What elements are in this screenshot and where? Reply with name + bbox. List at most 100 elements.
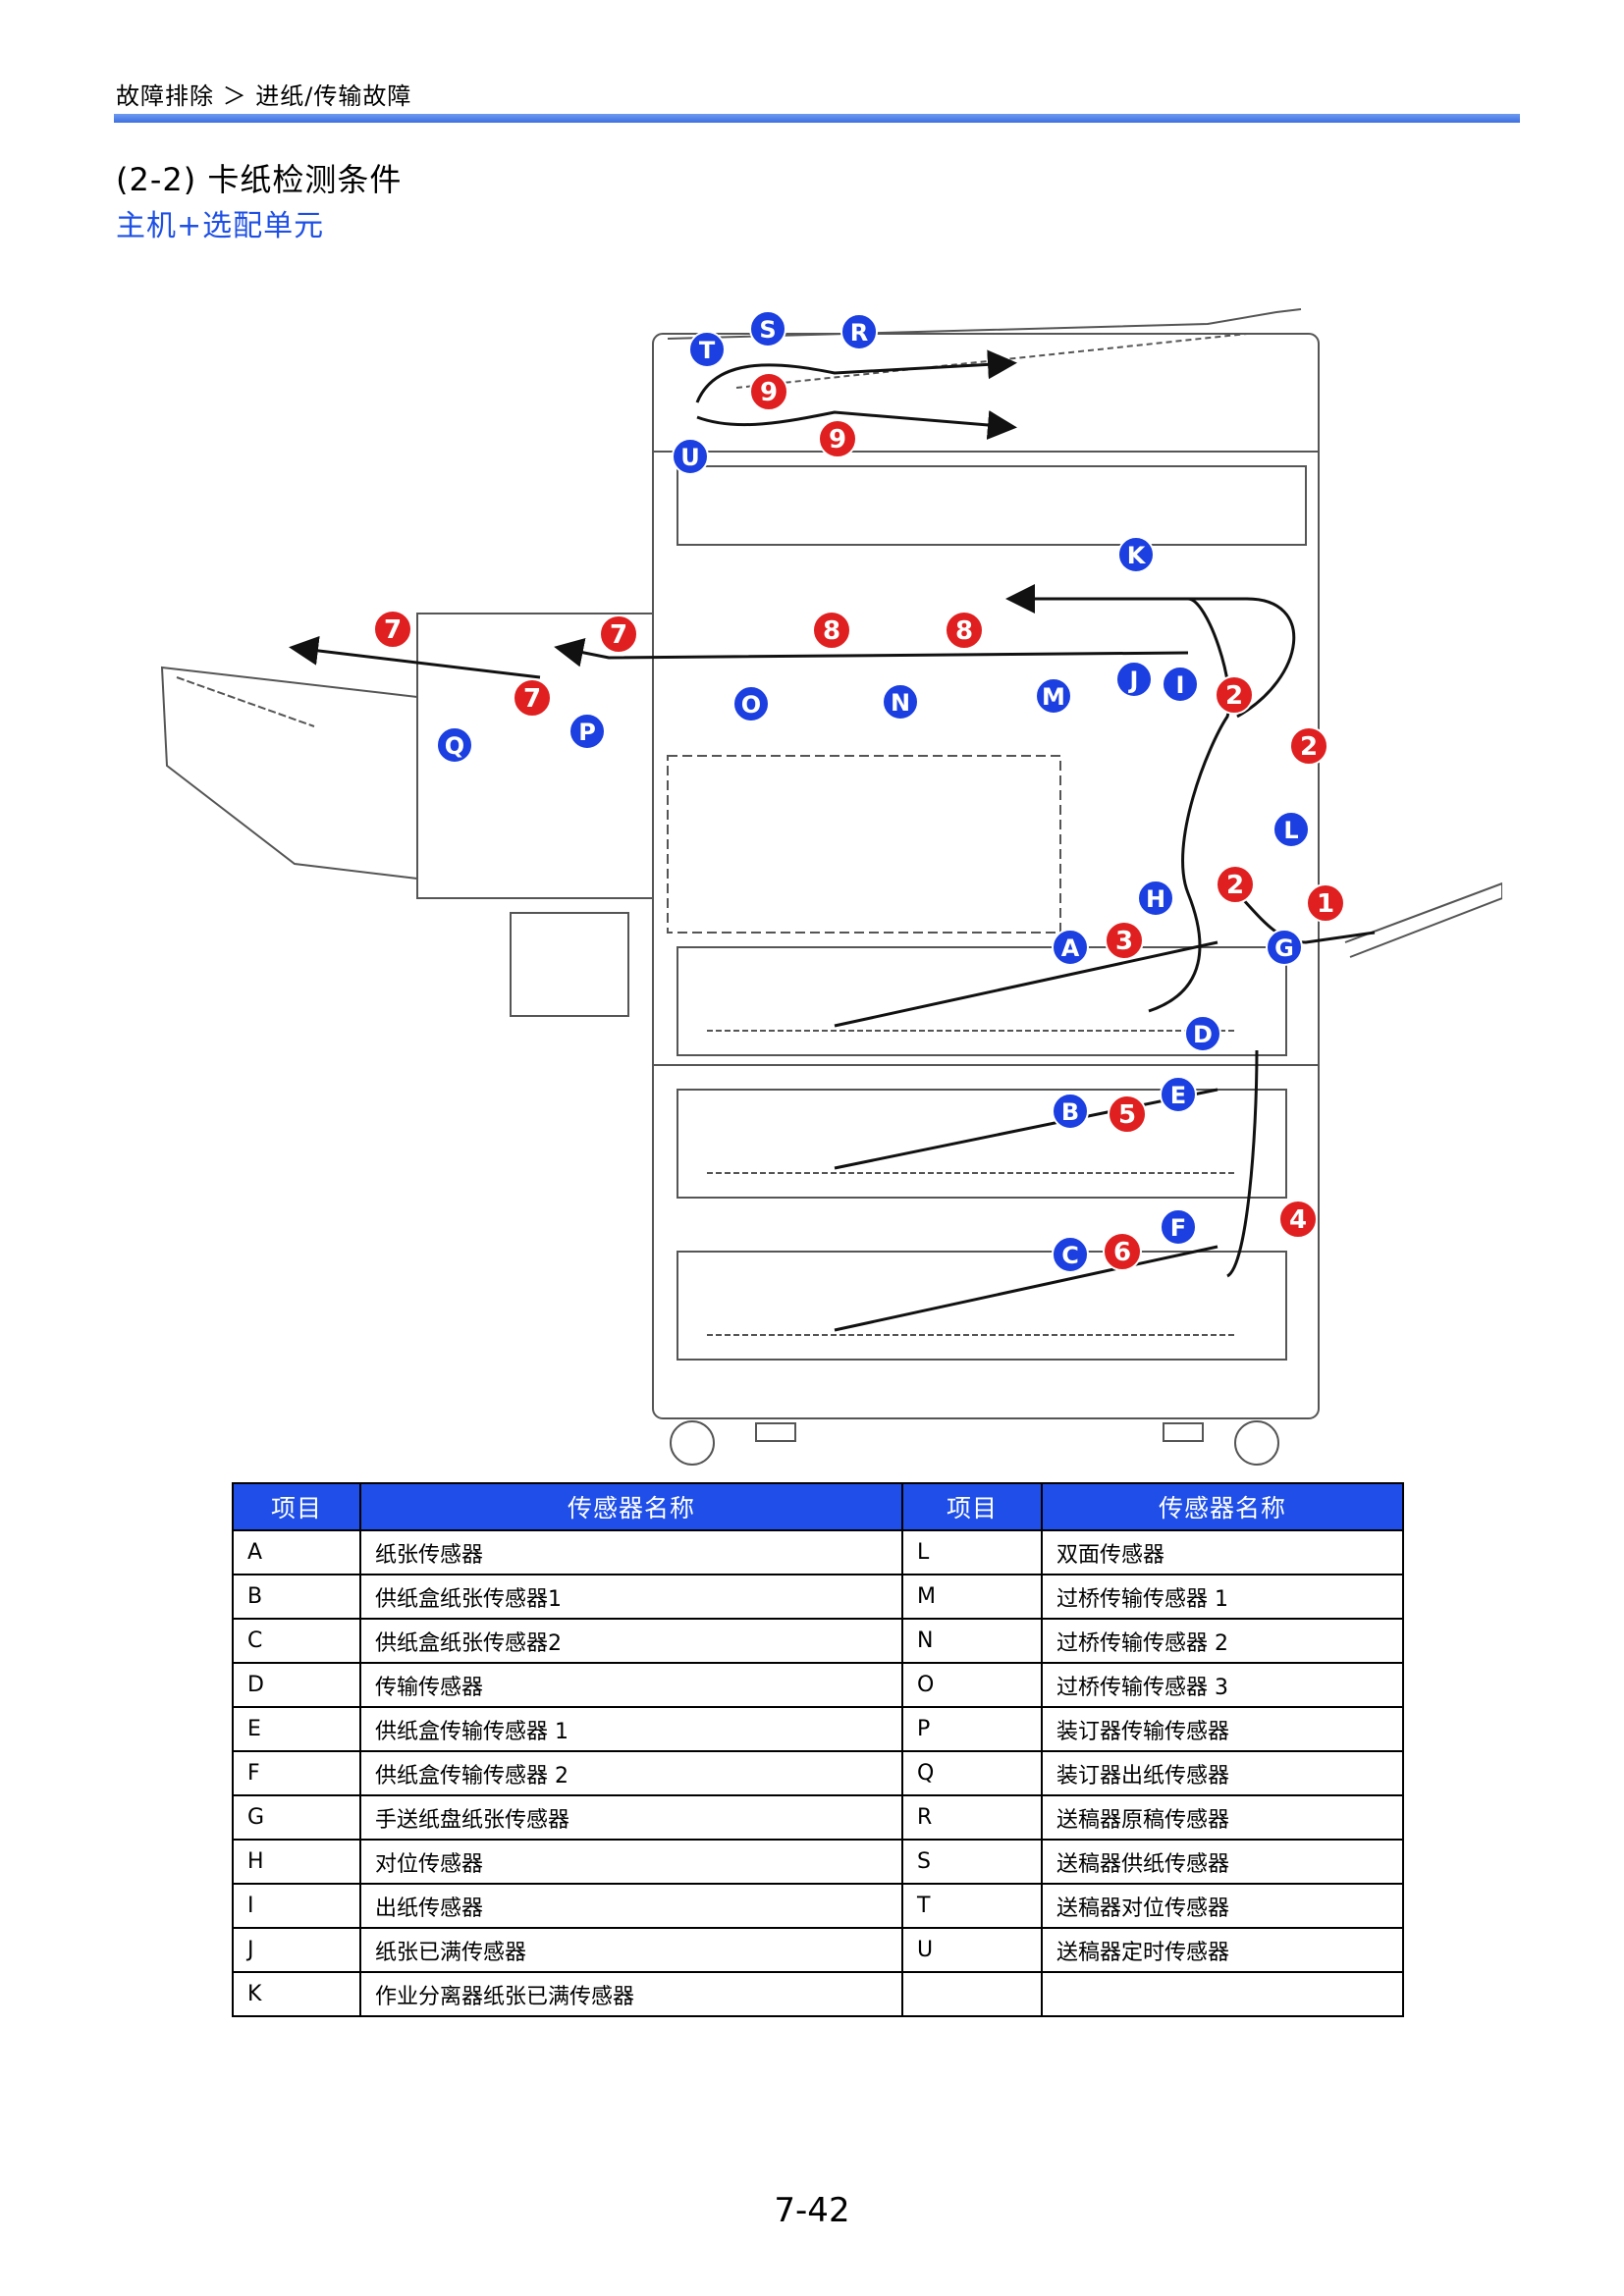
svg-text:Q: Q — [445, 732, 464, 760]
table-cell: E — [232, 1706, 361, 1752]
jam-marker-8b: 8 — [945, 611, 984, 650]
svg-text:O: O — [741, 691, 761, 719]
table-cell: G — [232, 1794, 361, 1841]
sensor-marker-A: A — [1052, 929, 1089, 966]
table-cell: C — [232, 1618, 361, 1664]
svg-text:M: M — [1042, 683, 1065, 711]
svg-text:5: 5 — [1118, 1100, 1136, 1130]
svg-text:7: 7 — [523, 684, 541, 714]
sensor-marker-E: E — [1160, 1076, 1197, 1113]
svg-text:T: T — [699, 337, 716, 364]
table-cell: 双面传感器 — [1041, 1529, 1404, 1575]
svg-text:B: B — [1061, 1098, 1079, 1126]
svg-text:2: 2 — [1225, 681, 1243, 711]
table-cell: 装订器传输传感器 — [1041, 1706, 1404, 1752]
sensor-marker-B: B — [1052, 1093, 1089, 1130]
table-cell: N — [901, 1618, 1043, 1664]
header-sensor-name: 传感器名称 — [359, 1482, 903, 1531]
sensor-marker-N: N — [882, 683, 919, 721]
table-cell: F — [232, 1750, 361, 1796]
sensor-marker-Q: Q — [436, 726, 473, 764]
svg-text:9: 9 — [760, 378, 778, 407]
jam-marker-3: 3 — [1105, 921, 1144, 960]
svg-text:K: K — [1127, 542, 1147, 569]
svg-text:7: 7 — [384, 615, 402, 645]
table-cell: 装订器出纸传感器 — [1041, 1750, 1404, 1796]
table-cell: P — [901, 1706, 1043, 1752]
table-cell — [1041, 1971, 1404, 2017]
table-cell: 送稿器原稿传感器 — [1041, 1794, 1404, 1841]
sensor-marker-R: R — [840, 313, 878, 350]
svg-text:A: A — [1061, 934, 1080, 962]
page-number: 7-42 — [774, 2191, 850, 2230]
table-cell: T — [901, 1883, 1043, 1929]
sensor-marker-C: C — [1052, 1236, 1089, 1273]
sensor-marker-D: D — [1184, 1015, 1221, 1052]
jam-marker-5: 5 — [1108, 1095, 1147, 1134]
svg-text:2: 2 — [1300, 732, 1318, 762]
svg-text:L: L — [1283, 817, 1298, 844]
table-cell: 送稿器定时传感器 — [1041, 1927, 1404, 1973]
section-subtitle: 主机+选配单元 — [116, 209, 325, 243]
table-cell: 出纸传感器 — [359, 1883, 903, 1929]
section-title: (2-2) 卡纸检测条件 — [116, 161, 403, 198]
svg-text:3: 3 — [1115, 927, 1133, 956]
jam-marker-8a: 8 — [812, 611, 851, 650]
breadcrumb: 故障排除 ＞ 进纸/传输故障 — [116, 82, 412, 110]
table-cell: 手送纸盘纸张传感器 — [359, 1794, 903, 1841]
jam-marker-7b: 7 — [599, 614, 638, 654]
svg-text:6: 6 — [1113, 1238, 1131, 1267]
jam-marker-7a: 7 — [373, 610, 412, 649]
sensor-marker-I: I — [1162, 666, 1199, 703]
jam-marker-2b: 2 — [1289, 726, 1328, 766]
table-cell: 过桥传输传感器 3 — [1041, 1662, 1404, 1708]
svg-text:8: 8 — [823, 616, 840, 646]
sensor-marker-U: U — [672, 438, 709, 475]
table-cell: O — [901, 1662, 1043, 1708]
svg-text:F: F — [1170, 1214, 1186, 1242]
table-cell: L — [901, 1529, 1043, 1575]
sensor-marker-J: J — [1115, 661, 1153, 698]
svg-text:C: C — [1061, 1242, 1079, 1269]
paper-path-diagram: A B C D E F G H I J K L M N O P Q R S T … — [147, 304, 1503, 1472]
table-cell: H — [232, 1839, 361, 1885]
table-cell: K — [232, 1971, 361, 2017]
svg-text:9: 9 — [829, 425, 846, 454]
table-cell: Q — [901, 1750, 1043, 1796]
svg-text:N: N — [891, 689, 910, 717]
table-cell: A — [232, 1529, 361, 1575]
sensor-marker-L: L — [1272, 811, 1310, 848]
sensor-marker-P: P — [568, 713, 606, 750]
table-cell: 送稿器对位传感器 — [1041, 1883, 1404, 1929]
header-item: 项目 — [232, 1482, 361, 1531]
svg-text:D: D — [1193, 1021, 1213, 1048]
table-cell: R — [901, 1794, 1043, 1841]
table-cell: 纸张已满传感器 — [359, 1927, 903, 1973]
jam-marker-1: 1 — [1306, 883, 1345, 923]
table-cell: J — [232, 1927, 361, 1973]
svg-text:I: I — [1176, 671, 1185, 699]
sensor-marker-M: M — [1035, 677, 1072, 715]
svg-text:8: 8 — [955, 616, 973, 646]
jam-marker-2a: 2 — [1215, 675, 1254, 715]
table-cell: 供纸盒传输传感器 1 — [359, 1706, 903, 1752]
svg-text:H: H — [1146, 885, 1165, 913]
table-cell: 纸张传感器 — [359, 1529, 903, 1575]
table-cell: 过桥传输传感器 2 — [1041, 1618, 1404, 1664]
jam-marker-2c: 2 — [1216, 865, 1255, 904]
header-rule — [114, 114, 1520, 123]
svg-text:R: R — [850, 319, 868, 347]
table-cell: 送稿器供纸传感器 — [1041, 1839, 1404, 1885]
sensor-marker-K: K — [1117, 536, 1155, 573]
sensor-marker-F: F — [1160, 1208, 1197, 1246]
